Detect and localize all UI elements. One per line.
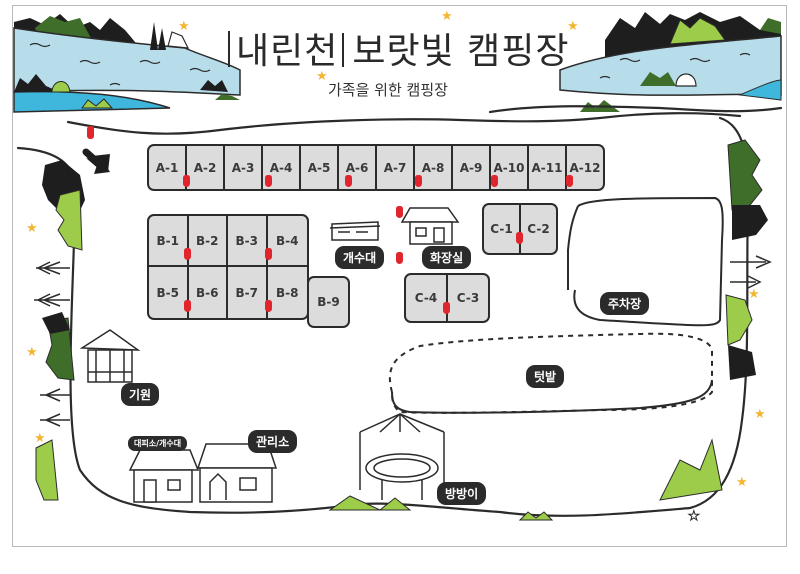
campsite-c-3[interactable]: C-3 [456,291,480,305]
power-outlet-marker [396,252,403,264]
office-label[interactable]: 관리소 [248,430,298,453]
title-divider [342,33,345,67]
right-forest-illustration [659,139,772,501]
page-title: 내린천 보랏빛 캠핑장 [228,22,570,74]
campsite-a-2[interactable]: A-2 [187,146,225,189]
star-icon: ★ [441,9,453,24]
power-outlet-marker [345,175,352,187]
campsite-a-10[interactable]: A-10 [491,146,529,189]
zone-a-sites: A-1 A-2 A-3 A-4 A-5 A-6 A-7 A-8 A-9 A-10… [147,144,605,191]
parking-area-outline [573,196,724,327]
title-location: 내린천 [236,31,339,72]
power-outlet-marker [415,175,422,187]
campsite-b-3[interactable]: B-3 [228,216,268,267]
star-icon: ★ [754,407,766,422]
power-outlet-marker [396,206,403,218]
campsite-b-6[interactable]: B-6 [189,267,228,318]
pavilion-illustration [79,329,141,383]
restroom-illustration [400,207,460,245]
star-icon: ★ [567,19,579,34]
trampoline-illustration [359,413,445,500]
top-left-river-illustration [13,14,241,113]
zone-c-top-sites: C-1 C-2 [482,203,558,255]
star-icon: ★ [26,221,38,236]
zone-b-extra-site: B-9 [307,276,350,328]
power-outlet-marker [265,300,272,312]
shelter-building-illustration [128,449,200,503]
star-icon: ★ [748,287,760,302]
star-icon: ★ [736,475,748,490]
sink-label[interactable]: 개수대 [335,246,385,269]
star-icon: ★ [26,345,38,360]
power-outlet-marker [516,232,523,244]
star-icon: ★ [316,69,328,84]
pavilion-label[interactable]: 기원 [121,383,160,406]
campsite-c-2[interactable]: C-2 [527,222,550,236]
campsite-b-9[interactable]: B-9 [317,295,340,309]
outline-star-icon: ★ [688,509,701,524]
power-outlet-marker [566,175,573,187]
power-outlet-marker [443,302,450,314]
restroom-label[interactable]: 화장실 [422,246,472,269]
star-icon: ★ [34,431,46,446]
star-icon: ★ [178,19,190,34]
campsite-a-11[interactable]: A-11 [529,146,567,189]
title-name: 보랏빛 캠핑장 [352,31,570,72]
power-outlet-marker [183,175,190,187]
power-outlet-marker [184,248,191,260]
campsite-b-8[interactable]: B-8 [276,285,299,300]
campsite-a-4[interactable]: A-4 [263,146,301,189]
power-outlet-marker [265,248,272,260]
power-outlet-marker [184,300,191,312]
campsite-a-1[interactable]: A-1 [149,146,187,189]
campsite-a-3[interactable]: A-3 [225,146,263,189]
shelter-label[interactable]: 대피소/개수대 [128,436,188,451]
campsite-a-6[interactable]: A-6 [339,146,377,189]
page-subtitle: 가족을 위한 캠핑장 [328,81,448,99]
power-outlet-marker [265,175,272,187]
zone-c-bottom-sites: C-4 C-3 [404,273,490,323]
trampoline-label[interactable]: 방방이 [437,482,487,505]
campsite-b-2[interactable]: B-2 [188,216,228,267]
sink-illustration [329,221,381,241]
campsite-b-5[interactable]: B-5 [149,267,189,318]
campsite-a-8[interactable]: A-8 [415,146,453,189]
campsite-a-5[interactable]: A-5 [301,146,339,189]
campsite-c-1[interactable]: C-1 [484,205,521,253]
campsite-a-9[interactable]: A-9 [453,146,491,189]
power-outlet-marker [491,175,498,187]
campsite-b-7[interactable]: B-7 [228,267,268,318]
field-label[interactable]: 텃밭 [526,365,565,388]
campsite-a-12[interactable]: A-12 [569,160,601,175]
campsite-b-4[interactable]: B-4 [267,216,307,267]
campsite-b-1[interactable]: B-1 [149,216,189,267]
campsite-c-4[interactable]: C-4 [406,275,448,321]
zone-b-sites: B-1 B-2 B-3 B-4 B-5 B-6 B-7 B-8 [147,214,309,320]
left-forest-illustration [34,160,85,501]
parking-label[interactable]: 주차장 [600,292,650,315]
top-right-river-illustration [559,12,782,112]
title-divider [228,31,230,67]
campsite-a-7[interactable]: A-7 [377,146,415,189]
